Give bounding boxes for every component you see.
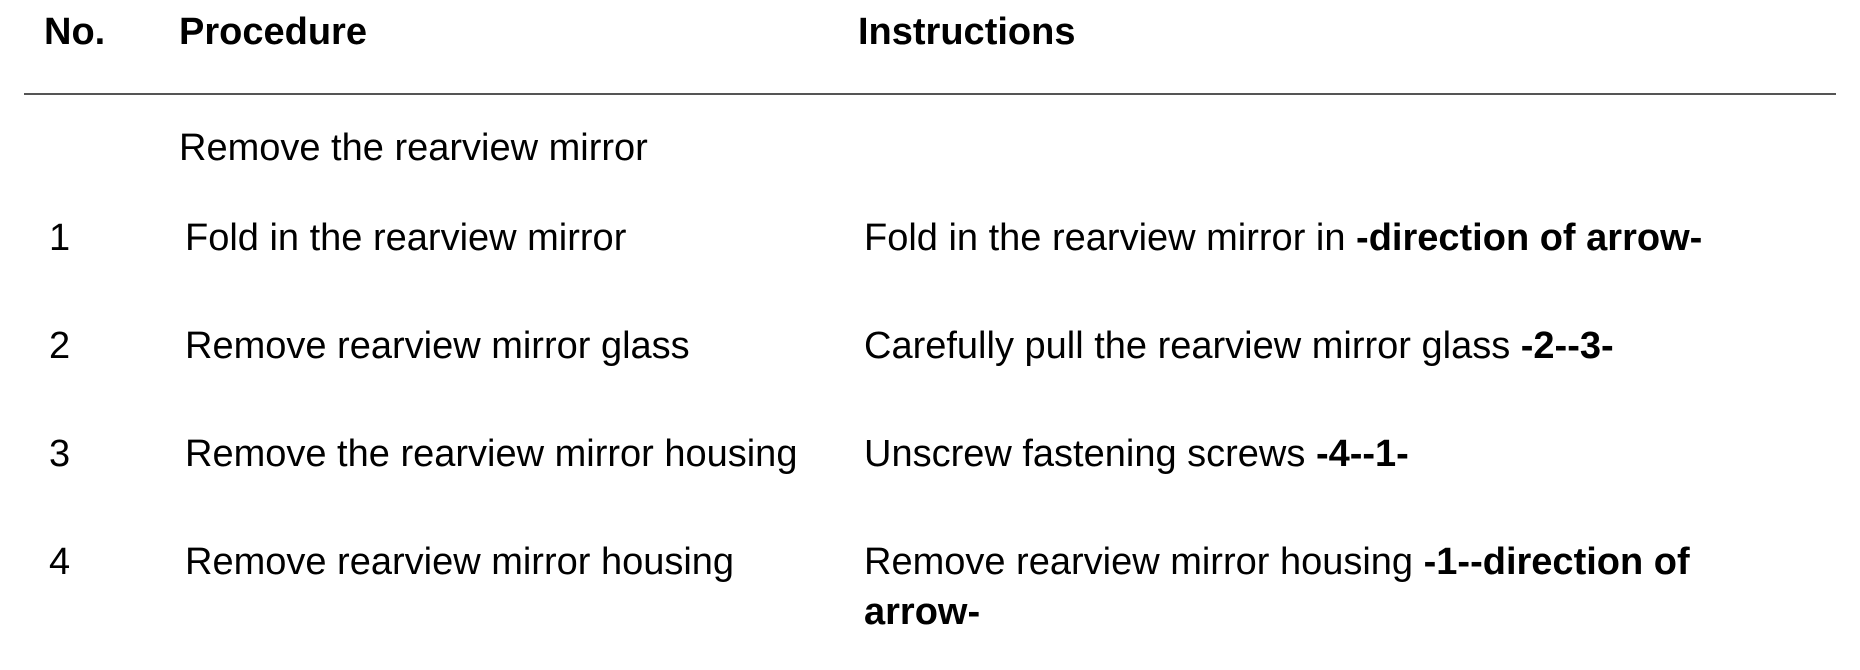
header-instructions: Instructions	[858, 11, 1076, 53]
section-title: Remove the rearview mirror	[179, 127, 648, 169]
instruction-text: Remove rearview mirror housing	[864, 541, 1424, 583]
table-row: 4 Remove rearview mirror housing Remove …	[0, 537, 1860, 637]
row-number: 3	[49, 433, 71, 475]
header-no: No.	[44, 11, 106, 53]
instruction-reference: -direction of arrow-	[1356, 217, 1703, 259]
header-divider	[24, 93, 1836, 95]
row-instruction: Remove rearview mirror housing -1--direc…	[864, 537, 1764, 637]
row-procedure: Remove rearview mirror glass	[185, 325, 690, 367]
row-instruction: Carefully pull the rearview mirror glass…	[864, 321, 1764, 371]
instruction-reference: -1--direction of arrow-	[864, 541, 1690, 633]
table-row: 1 Fold in the rearview mirror Fold in th…	[0, 213, 1860, 313]
row-procedure: Fold in the rearview mirror	[185, 217, 627, 259]
row-instruction: Unscrew fastening screws -4--1-	[864, 429, 1764, 479]
row-procedure: Remove rearview mirror housing	[185, 541, 735, 583]
row-number: 2	[49, 325, 71, 367]
instruction-reference: -2--3-	[1520, 325, 1614, 367]
table-row: 3 Remove the rearview mirror housing Uns…	[0, 429, 1860, 529]
instruction-text: Carefully pull the rearview mirror glass	[864, 325, 1521, 367]
row-number: 4	[49, 541, 71, 583]
table-row: 2 Remove rearview mirror glass Carefully…	[0, 321, 1860, 421]
instruction-text: Unscrew fastening screws	[864, 433, 1316, 475]
row-procedure: Remove the rearview mirror housing	[185, 433, 798, 475]
header-procedure: Procedure	[179, 11, 367, 53]
instruction-text: Fold in the rearview mirror in	[864, 217, 1357, 259]
instruction-reference: -4--1-	[1315, 433, 1409, 475]
row-instruction: Fold in the rearview mirror in -directio…	[864, 213, 1764, 263]
row-number: 1	[49, 217, 71, 259]
